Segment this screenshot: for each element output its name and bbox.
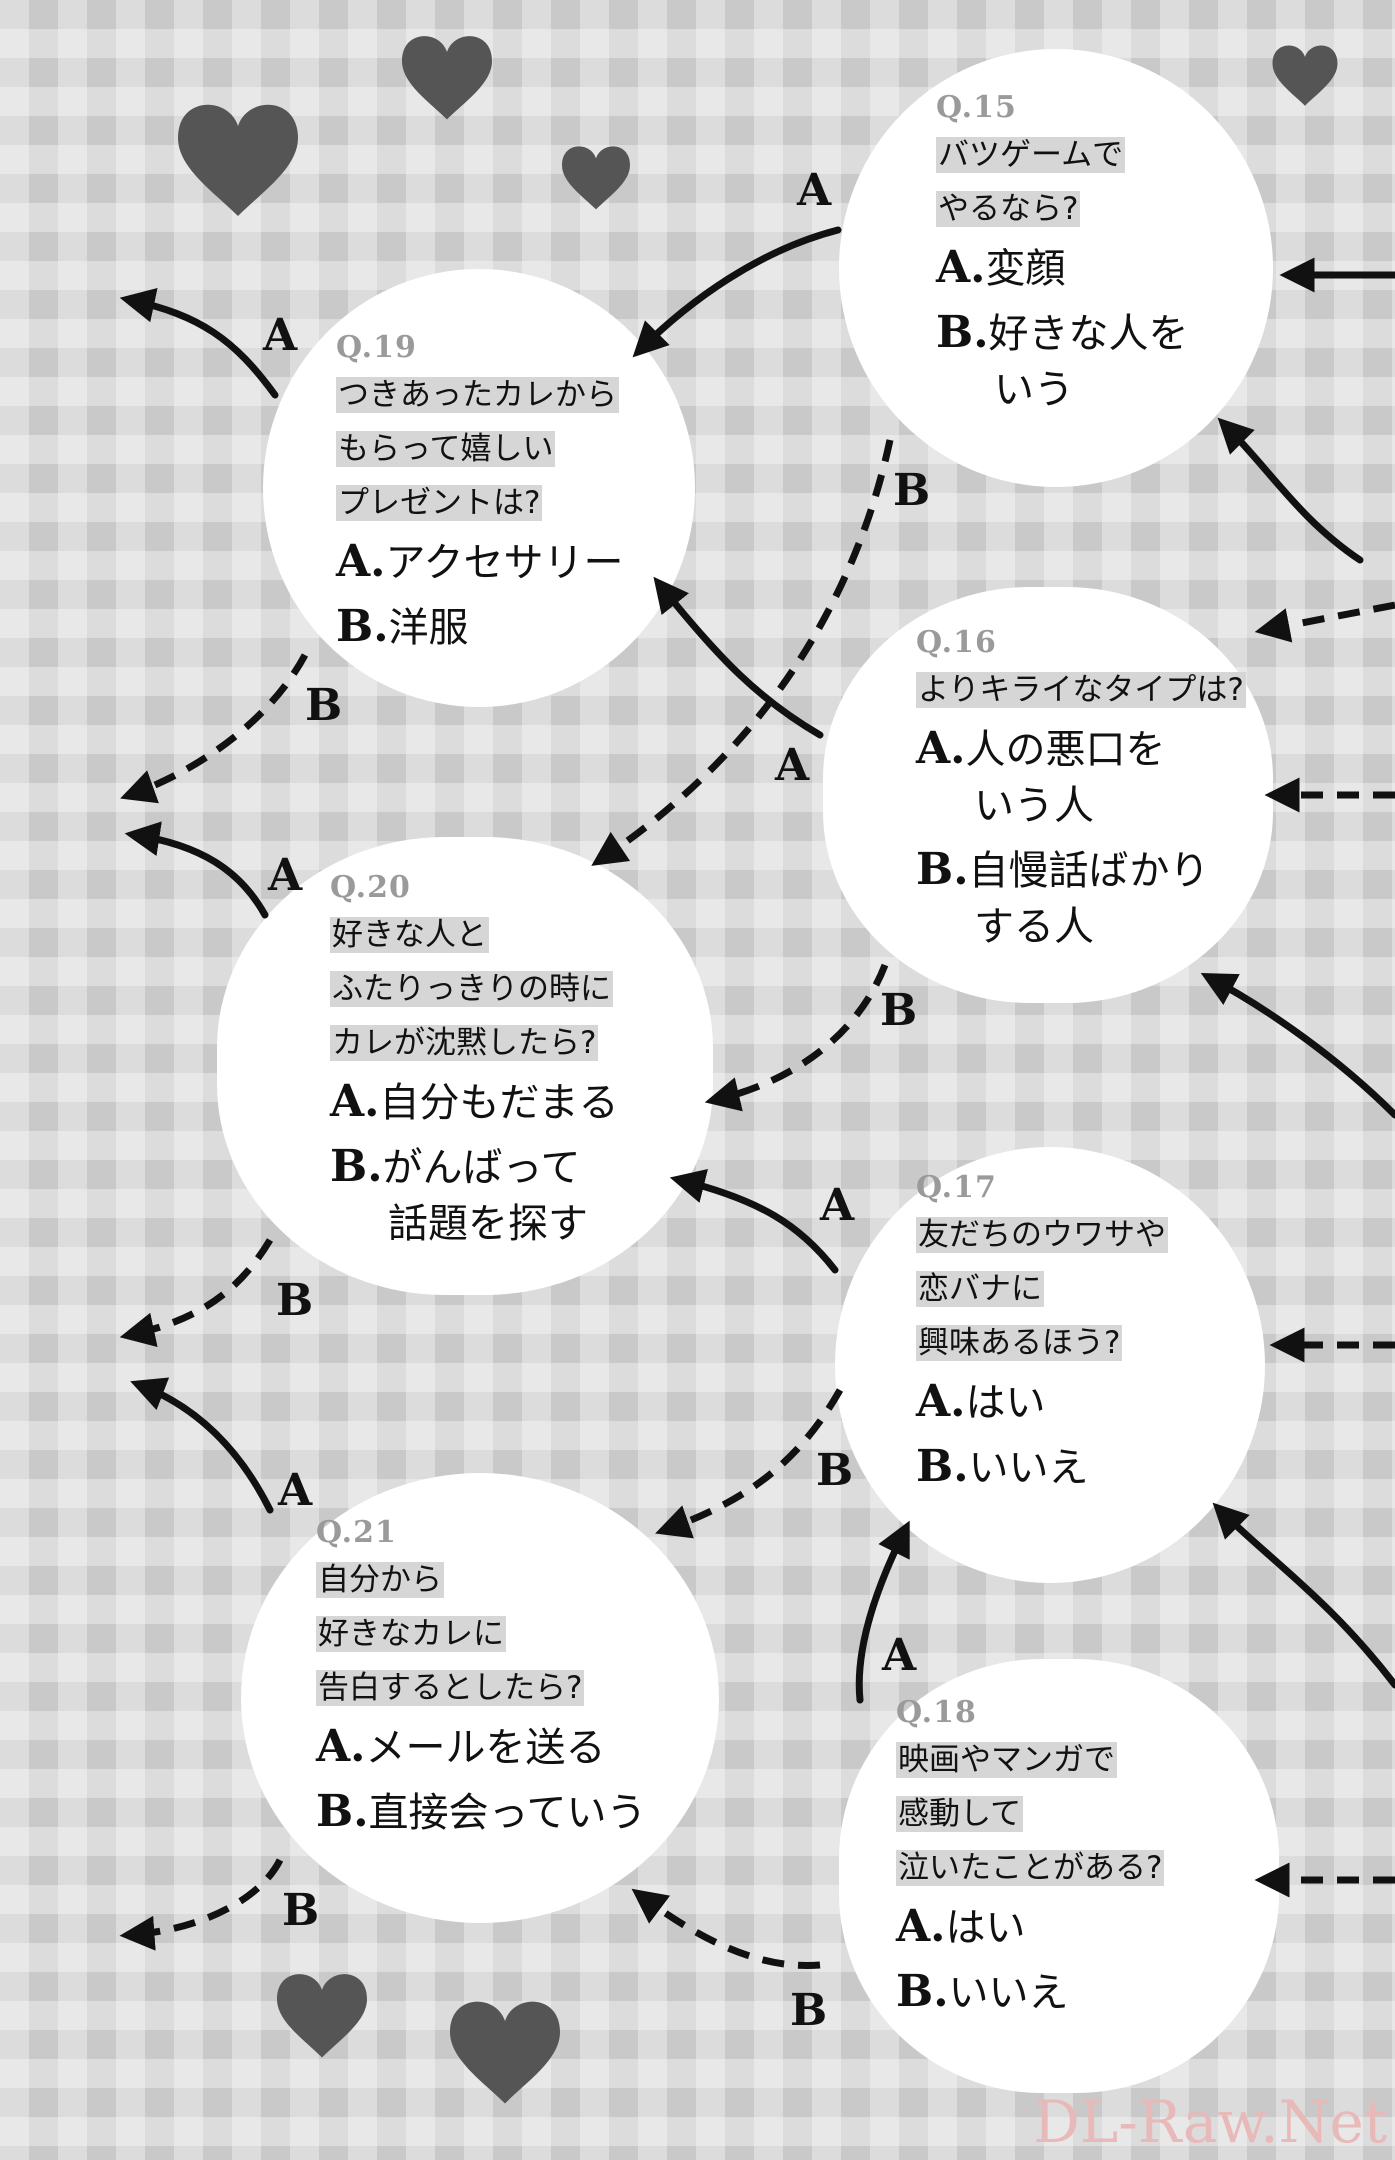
question-line: カレが沈黙したら? xyxy=(330,1025,599,1061)
question-number: Q.20 xyxy=(330,870,411,905)
question-line: 感動して xyxy=(896,1796,1024,1832)
q15-bubble xyxy=(842,52,1270,484)
question-line: よりキライなタイプは? xyxy=(916,672,1246,708)
arrow-a xyxy=(632,226,842,358)
answer-a-cont: いう人 xyxy=(974,783,1094,829)
arrow-b xyxy=(631,1888,821,1970)
arrow-label-b: B xyxy=(816,1445,854,1496)
arrow-label-a: A xyxy=(820,1180,855,1231)
answer-b-cont: する人 xyxy=(974,904,1094,950)
question-line: 興味あるほう? xyxy=(916,1325,1123,1361)
question-line: 泣いたことがある? xyxy=(896,1850,1165,1886)
arrow-a xyxy=(1217,417,1364,564)
question-number: Q.15 xyxy=(936,90,1017,125)
arrow-label-b: B xyxy=(790,1985,828,2036)
question-line: 友だちのウワサや xyxy=(916,1217,1168,1253)
q15-content: Q.15 バツゲームで やるなら? A.変顔 B.好きな人を いう xyxy=(936,90,1189,415)
question-line: 映画やマンガで xyxy=(896,1742,1117,1778)
answer-b: B.洋服 xyxy=(336,601,469,652)
question-line: 好きなカレに xyxy=(316,1616,506,1652)
answer-a: A.自分もだまる xyxy=(330,1076,619,1127)
arrow-a xyxy=(669,1168,839,1274)
arrow-label-a: A xyxy=(278,1465,313,1516)
question-line: 好きな人と xyxy=(330,917,489,953)
question-number: Q.16 xyxy=(916,625,997,660)
arrow-label-b: B xyxy=(282,1885,320,1936)
question-number: Q.18 xyxy=(896,1695,977,1730)
answer-b: B.いいえ xyxy=(896,1966,1069,2017)
arrow-label-b: B xyxy=(893,465,931,516)
arrow-b xyxy=(1254,601,1395,643)
q19-content: Q.19 つきあったカレから もらって嬉しい プレゼントは? A.アクセサリー … xyxy=(336,330,623,653)
question-line: 自分から xyxy=(316,1562,444,1598)
arrow-b xyxy=(655,1388,844,1539)
arrow-label-a: A xyxy=(882,1630,917,1681)
arrow-a xyxy=(130,1377,274,1514)
arrow-label-b: B xyxy=(305,680,343,731)
question-number: Q.21 xyxy=(316,1515,397,1550)
answer-a: A.アクセサリー xyxy=(336,536,624,587)
question-line: バツゲームで xyxy=(936,137,1126,173)
arrow-b xyxy=(119,1858,284,1951)
answer-a: A.人の悪口を xyxy=(916,723,1166,774)
question-line: 告白するとしたら? xyxy=(316,1670,585,1706)
arrow-b xyxy=(591,439,894,866)
arrow-b xyxy=(704,963,889,1112)
q21-content: Q.21 自分から 好きなカレに 告白するとしたら? A.メールを送る B.直接… xyxy=(316,1515,647,1838)
q20-content: Q.20 好きな人と ふたりっきりの時に カレが沈黙したら? A.自分もだまる … xyxy=(330,870,619,1249)
arrow-label-b: B xyxy=(880,985,918,1036)
arrow-a xyxy=(1212,1502,1395,1689)
watermark: DL-Raw.Net xyxy=(1033,2088,1387,2156)
question-line: プレゼントは? xyxy=(336,485,543,521)
arrow-b xyxy=(119,1238,274,1347)
q16-content: Q.16 よりキライなタイプは? A.人の悪口を いう人 B.自慢話ばかり する… xyxy=(916,625,1246,952)
answer-a: A.メールを送る xyxy=(316,1721,606,1772)
question-number: Q.19 xyxy=(336,330,417,365)
answer-b: B.好きな人を xyxy=(936,307,1189,358)
answer-b-cont: いう xyxy=(994,367,1074,413)
answer-b: B.がんばって xyxy=(330,1141,581,1192)
question-line: つきあったカレから xyxy=(336,377,619,413)
question-line: やるなら? xyxy=(936,191,1081,227)
arrow-a xyxy=(855,1520,910,1704)
question-line: ふたりっきりの時に xyxy=(330,971,613,1007)
arrow-a xyxy=(119,288,279,399)
arrow-label-a: A xyxy=(775,740,810,791)
arrow-label-b: B xyxy=(276,1275,314,1326)
arrow-a xyxy=(1200,973,1395,1119)
answer-b: B.いいえ xyxy=(916,1441,1089,1492)
question-line: 恋バナに xyxy=(916,1271,1044,1307)
arrow-b xyxy=(120,653,309,804)
q20-bubble xyxy=(220,840,710,1292)
answer-a: A.はい xyxy=(896,1901,1026,1952)
question-number: Q.17 xyxy=(916,1170,997,1205)
answer-b: B.自慢話ばかり xyxy=(916,844,1210,895)
answer-b-cont: 話題を探す xyxy=(388,1201,588,1247)
q17-content: Q.17 友だちのウワサや 恋バナに 興味あるほう? A.はい B.いいえ xyxy=(916,1170,1168,1493)
answer-a: A.変顔 xyxy=(936,242,1066,293)
arrow-label-a: A xyxy=(797,165,832,216)
answer-a: A.はい xyxy=(916,1376,1046,1427)
q18-content: Q.18 映画やマンガで 感動して 泣いたことがある? A.はい B.いいえ xyxy=(896,1695,1165,2018)
question-line: もらって嬉しい xyxy=(336,431,556,467)
answer-b: B.直接会っていう xyxy=(316,1786,647,1837)
arrow-a xyxy=(124,821,269,919)
arrow-a xyxy=(653,576,824,739)
arrow-label-a: A xyxy=(268,850,303,901)
q16-bubble xyxy=(826,590,1270,1000)
arrow-label-a: A xyxy=(263,310,298,361)
